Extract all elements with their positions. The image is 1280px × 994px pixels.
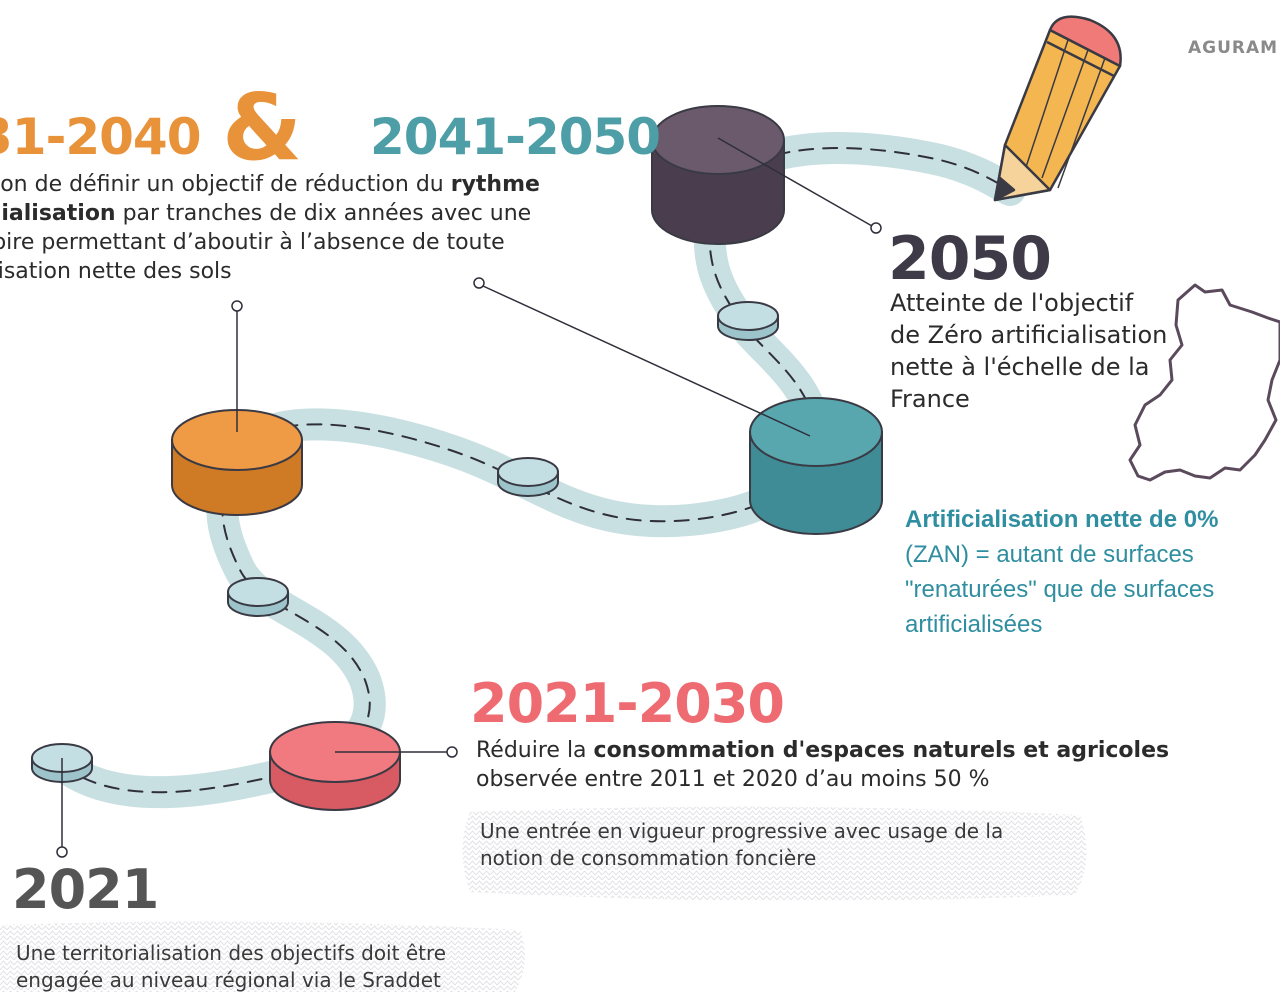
note-regional-line-1: Une territorialisation des objectifs doi… bbox=[16, 941, 447, 965]
note-progressive-line-2: notion de consommation foncière bbox=[480, 846, 817, 870]
pencil-icon bbox=[993, 15, 1122, 202]
objective-line-4: ialisation nette des sols bbox=[0, 259, 232, 284]
disc-2021-2030 bbox=[269, 721, 401, 811]
text-2050-line-3: nette à l'échelle de la bbox=[890, 353, 1150, 381]
zan-definition: Artificialisation nette de 0% (ZAN) = au… bbox=[905, 502, 1218, 642]
france-map-icon bbox=[1128, 283, 1280, 482]
note-background-progressive bbox=[462, 806, 1087, 901]
small-disc-a bbox=[227, 577, 289, 617]
text-2050-line-4: France bbox=[890, 385, 970, 413]
disc-2050 bbox=[651, 105, 785, 245]
zan-title: Artificialisation nette de 0% bbox=[905, 506, 1219, 533]
note-background-regional bbox=[0, 921, 525, 992]
period-2031-2040: 31-2040 bbox=[0, 108, 201, 166]
objective-line-1: ation de définir un objectif de réductio… bbox=[0, 172, 451, 197]
text-2021-2030-line-1-bold: consommation d'espaces naturels et agric… bbox=[593, 738, 1170, 763]
year-2021: 2021 bbox=[12, 858, 159, 921]
zan-line-2: (ZAN) = autant de surfaces bbox=[905, 541, 1194, 568]
note-regional-line-2: engagée au niveau régional via le Sradde… bbox=[16, 968, 441, 992]
period-2021-2030: 2021-2030 bbox=[470, 672, 785, 735]
small-disc-c bbox=[717, 301, 779, 341]
connector-lines bbox=[56, 137, 882, 858]
brand-logo: AGURAM bbox=[1188, 38, 1279, 58]
objective-line-2: par tranches de dix années avec une bbox=[115, 201, 532, 226]
objective-line-1-bold: rythme bbox=[450, 172, 540, 197]
text-2021-2030-line-2: observée entre 2011 et 2020 d’au moins 5… bbox=[476, 767, 990, 792]
text-2050-line-2: de Zéro artificialisation bbox=[890, 321, 1168, 349]
note-progressive: Une entrée en vigueur progressive avec u… bbox=[480, 818, 1003, 872]
objective-line-3: ctoire permettant d’aboutir à l’absence … bbox=[0, 230, 505, 255]
disc-2031-2040 bbox=[171, 409, 303, 516]
small-disc-b bbox=[497, 457, 559, 497]
ampersand-symbol: & bbox=[222, 74, 303, 181]
objective-line-2-bold: ficialisation bbox=[0, 201, 116, 226]
disc-2041-2050 bbox=[749, 397, 883, 535]
text-2021-2030: Réduire la consommation d'espaces nature… bbox=[476, 736, 1169, 794]
text-2021-2030-line-1: Réduire la bbox=[476, 738, 594, 763]
period-2041-2050: 2041-2050 bbox=[370, 108, 661, 166]
note-progressive-line-1: Une entrée en vigueur progressive avec u… bbox=[480, 819, 1004, 843]
note-regional: Une territorialisation des objectifs doi… bbox=[16, 940, 446, 994]
zan-line-4: artificialisées bbox=[905, 611, 1043, 638]
year-2050: 2050 bbox=[888, 224, 1052, 294]
text-2050-line-1: Atteinte de l'objectif bbox=[890, 289, 1134, 317]
zan-line-3: "renaturées" que de surfaces bbox=[905, 576, 1215, 603]
objective-reduction-text: ation de définir un objectif de réductio… bbox=[0, 170, 540, 286]
text-2050: Atteinte de l'objectif de Zéro artificia… bbox=[890, 287, 1167, 415]
